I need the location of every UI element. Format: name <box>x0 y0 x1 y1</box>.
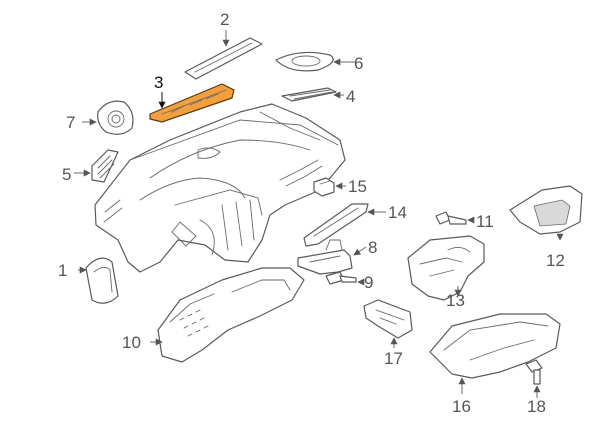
part-18-screw[interactable] <box>525 359 543 385</box>
part-8-bracket[interactable] <box>297 239 353 275</box>
part-15-clip[interactable] <box>313 177 335 197</box>
callout-17: 17 <box>384 349 403 368</box>
callout-7: 7 <box>66 113 75 132</box>
part-6-oval-vent[interactable] <box>275 51 334 72</box>
part-1-end-cap[interactable] <box>85 257 119 304</box>
callout-2: 2 <box>220 10 229 29</box>
part-12-side-panel[interactable] <box>509 185 583 235</box>
callout-1: 1 <box>58 261 67 280</box>
callout-16: 16 <box>452 397 471 416</box>
part-2-trim-strip[interactable] <box>184 37 263 80</box>
callout-9: 9 <box>364 273 373 292</box>
part-9-screw[interactable] <box>325 271 357 285</box>
callout-13: 13 <box>446 291 465 310</box>
callout-18: 18 <box>527 397 546 416</box>
callout-5: 5 <box>62 165 71 184</box>
callout-8: 8 <box>368 238 377 257</box>
callout-15: 15 <box>348 177 367 196</box>
part-13-column-cover[interactable] <box>407 235 485 301</box>
part-10-lower-trim[interactable] <box>157 267 305 363</box>
callout-3-highlighted: 3 <box>154 73 163 92</box>
callout-10: 10 <box>122 333 141 352</box>
part-14-trim-strip[interactable] <box>303 203 369 247</box>
part-16-glove-box[interactable] <box>429 313 561 379</box>
part-7-speaker-grille[interactable] <box>97 100 134 135</box>
part-11-screw[interactable] <box>435 211 467 225</box>
callout-12: 12 <box>546 251 565 270</box>
part-17-bracket[interactable] <box>363 299 413 339</box>
callout-labels: 2 3 6 4 7 5 15 14 11 8 12 1 9 13 10 17 1… <box>58 10 565 416</box>
callout-4: 4 <box>346 87 355 106</box>
callout-6: 6 <box>354 54 363 73</box>
dashboard-main[interactable] <box>94 103 346 273</box>
part-3-upper-cover[interactable] <box>149 83 235 123</box>
part-5-side-vent[interactable] <box>91 149 119 183</box>
part-4-center-vent[interactable] <box>281 87 337 102</box>
callout-14: 14 <box>388 203 407 222</box>
callout-11: 11 <box>476 212 494 231</box>
leader-lines <box>74 30 564 398</box>
